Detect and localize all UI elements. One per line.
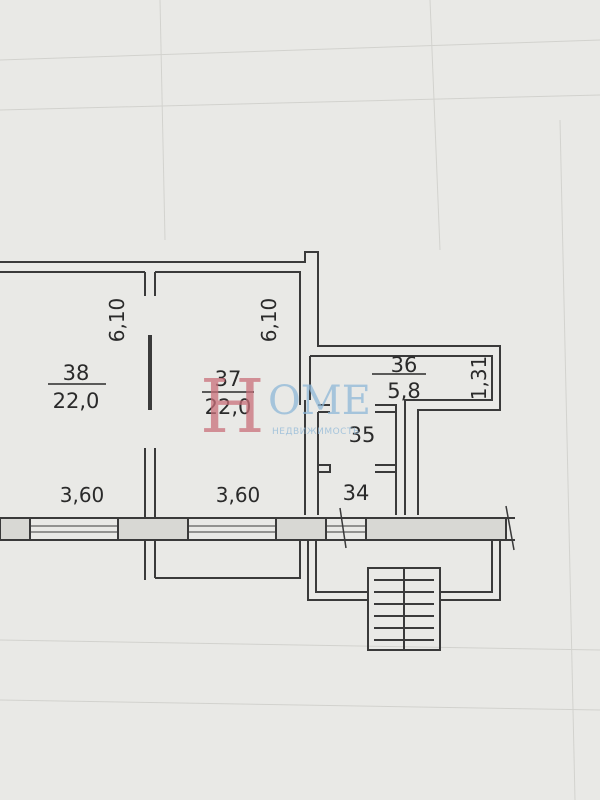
watermark-tagline: НЕДВИЖИМОСТЬ [272, 427, 360, 437]
room-37-number: 37 [215, 367, 242, 391]
room-36-width-dim: 1,31 [467, 356, 491, 401]
room-37-width-dim: 3,60 [216, 483, 261, 507]
room-38-length-dim: 6,10 [105, 298, 129, 343]
walls [0, 251, 501, 601]
room-38-area: 22,0 [53, 389, 100, 413]
room-38-number: 38 [63, 361, 90, 385]
room-36-area: 5,8 [387, 379, 420, 403]
watermark-h-letter: H [200, 364, 265, 450]
watermark-ome-text: OME [268, 378, 371, 424]
room-34-number: 34 [343, 481, 370, 505]
staircase [367, 567, 441, 651]
room-37-length-dim: 6,10 [257, 298, 281, 343]
room-38-width-dim: 3,60 [60, 483, 105, 507]
room-37-area: 22,0 [205, 395, 252, 419]
room-36-number: 36 [391, 353, 418, 377]
room-35-number: 35 [349, 423, 376, 447]
home-watermark: H OME НЕДВИЖИМОСТЬ [200, 364, 371, 450]
facade-windows [0, 505, 515, 551]
label-dividers [48, 373, 426, 393]
